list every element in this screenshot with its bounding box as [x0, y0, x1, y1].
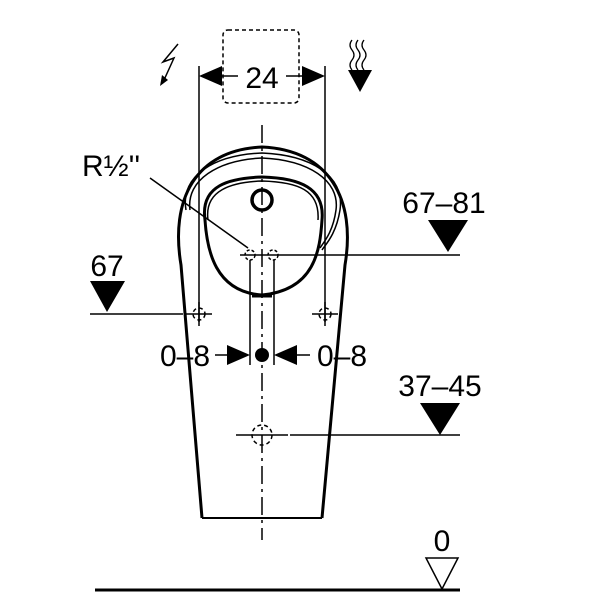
- floor-level-label: 0: [434, 525, 451, 558]
- offset-arrow-right: [274, 345, 297, 365]
- electric-supply-icon: [160, 43, 179, 81]
- dim-24-arrow-left: [199, 66, 222, 86]
- dim-24-label: 24: [245, 62, 278, 95]
- offset-arrow-left: [227, 345, 250, 365]
- inlet-height-label: 67–81: [402, 187, 485, 220]
- fixing-point-left: [186, 302, 212, 326]
- urinal-bowl-inner: [206, 180, 319, 221]
- thread-leader-line: [149, 177, 249, 249]
- thread-label: R½'': [82, 150, 140, 183]
- offset-left-label: 0–8: [160, 340, 210, 373]
- inlet-height-marker: [428, 220, 468, 252]
- control-unit-outline: [222, 29, 300, 104]
- outlet-height-label: 37–45: [398, 370, 481, 403]
- urinal-rim-inner: [189, 157, 337, 249]
- dim-24-arrow-right: [302, 66, 325, 86]
- fixing-height-label: 67: [90, 250, 123, 283]
- floor-level-marker: [424, 557, 460, 591]
- urinal-rim: [184, 152, 342, 251]
- urinal-body-outline: [177, 145, 349, 519]
- urinal-bowl: [203, 175, 324, 297]
- water-arrowhead: [348, 70, 372, 92]
- fixing-point-right: [312, 302, 338, 326]
- lightning-arrowhead: [160, 75, 168, 86]
- fixing-height-marker: [90, 281, 125, 312]
- outlet-height-marker: [420, 403, 460, 435]
- offset-right-label: 0–8: [317, 340, 367, 373]
- water-supply-icon: [349, 39, 367, 71]
- offset-center-dot: [255, 348, 269, 362]
